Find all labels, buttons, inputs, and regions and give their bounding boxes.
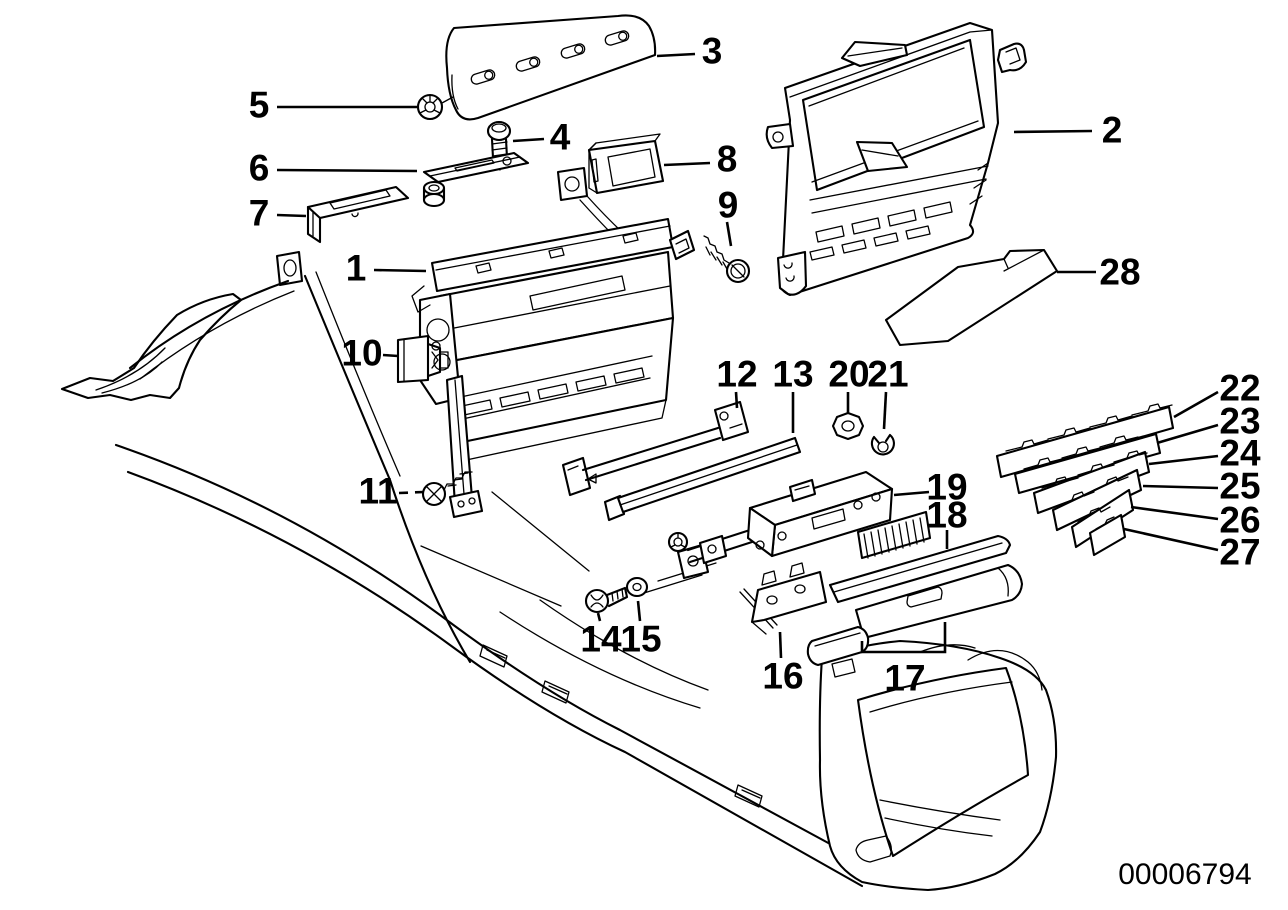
leader-line-1 — [373, 268, 427, 273]
part-3-cover-strip-art — [445, 14, 657, 121]
part-label-24[interactable]: 24 — [1219, 433, 1261, 474]
part-label-25[interactable]: 25 — [1219, 466, 1260, 507]
part-label-16[interactable]: 16 — [762, 656, 803, 697]
leader-line-19 — [893, 490, 930, 497]
part-14-screw-art — [584, 586, 629, 614]
leader-line-17 — [860, 622, 947, 654]
leader-line-4 — [512, 137, 545, 143]
part-label-21[interactable]: 21 — [867, 354, 908, 395]
part-label-12[interactable]: 12 — [716, 354, 757, 395]
part-label-3[interactable]: 3 — [702, 31, 723, 72]
leader-line-10 — [382, 353, 399, 358]
part-label-1[interactable]: 1 — [346, 248, 367, 289]
part-label-26[interactable]: 26 — [1219, 500, 1260, 541]
leader-line-14 — [596, 612, 602, 622]
leader-line-25 — [1142, 484, 1219, 490]
leader-line-3 — [656, 52, 696, 58]
leader-line-12 — [734, 391, 739, 409]
part-8-display-art — [587, 133, 665, 195]
part-4-screw-art — [486, 120, 512, 171]
leader-line-6 — [276, 168, 418, 173]
part-label-7[interactable]: 7 — [249, 193, 270, 234]
part-label-17[interactable]: 17 — [884, 658, 925, 699]
part-label-5a[interactable]: 5 — [249, 85, 270, 126]
part-label-9[interactable]: 9 — [718, 185, 739, 226]
leader-line-2 — [1013, 129, 1093, 134]
leader-line-15 — [636, 600, 642, 622]
part-7-bracket-art — [306, 185, 410, 244]
part-label-22[interactable]: 22 — [1219, 368, 1260, 409]
leader-line-22 — [1173, 390, 1219, 419]
part-label-10[interactable]: 10 — [341, 333, 382, 374]
part-12-rail-art — [561, 400, 750, 497]
part-label-15[interactable]: 15 — [620, 619, 661, 660]
part-label-14[interactable]: 14 — [580, 619, 622, 660]
leader-line-11 — [398, 490, 425, 495]
switch-stack-art — [995, 403, 1175, 557]
part-label-2[interactable]: 2 — [1102, 110, 1123, 151]
part-28-panel-art — [884, 248, 1059, 347]
leader-line-27 — [1123, 527, 1219, 552]
part-21-clip-art — [870, 433, 895, 456]
part-label-23[interactable]: 23 — [1219, 401, 1260, 442]
leader-line-7 — [276, 213, 307, 218]
leader-line-9 — [725, 221, 733, 247]
leader-line-23 — [1156, 423, 1219, 445]
part-label-28[interactable]: 28 — [1099, 252, 1140, 293]
part-17-trim-art — [806, 563, 1024, 667]
leader-line-16 — [778, 631, 783, 659]
part-19-switch-housing-art — [643, 470, 932, 594]
part-18-trim-strip-art — [828, 534, 1012, 604]
part-20-nut-art — [831, 411, 865, 441]
part-label-11[interactable]: 11 — [358, 471, 397, 512]
leader-line-8 — [663, 161, 711, 167]
part-1-radio-cage-art — [411, 166, 696, 519]
part-9-screw-art — [703, 235, 751, 284]
leader-line-26 — [1130, 505, 1219, 521]
leader-line-21 — [882, 391, 888, 430]
part-11-screw-art — [421, 471, 473, 507]
part-label-8[interactable]: 8 — [717, 139, 738, 180]
part-10-clip-art — [396, 334, 449, 384]
part-13-trim-bar-art — [603, 436, 802, 522]
part-label-13[interactable]: 13 — [772, 354, 813, 395]
part-label-18[interactable]: 18 — [926, 495, 967, 536]
part-label-20[interactable]: 20 — [828, 354, 869, 395]
part-5-washer-art — [416, 93, 689, 553]
part-label-4[interactable]: 4 — [550, 117, 571, 158]
console-body-art — [60, 250, 1058, 892]
plate-id: 00006794 — [1118, 858, 1251, 891]
part-16-bracket-art — [739, 562, 828, 635]
part-2-rear-frame-art — [765, 21, 1028, 297]
part-15-washer-art — [625, 576, 649, 598]
part-label-6[interactable]: 6 — [249, 148, 270, 189]
part-label-27[interactable]: 27 — [1219, 532, 1260, 573]
part-label-19[interactable]: 19 — [926, 467, 967, 508]
part-6-bracket-art — [422, 151, 530, 208]
leader-line-24 — [1148, 454, 1219, 466]
